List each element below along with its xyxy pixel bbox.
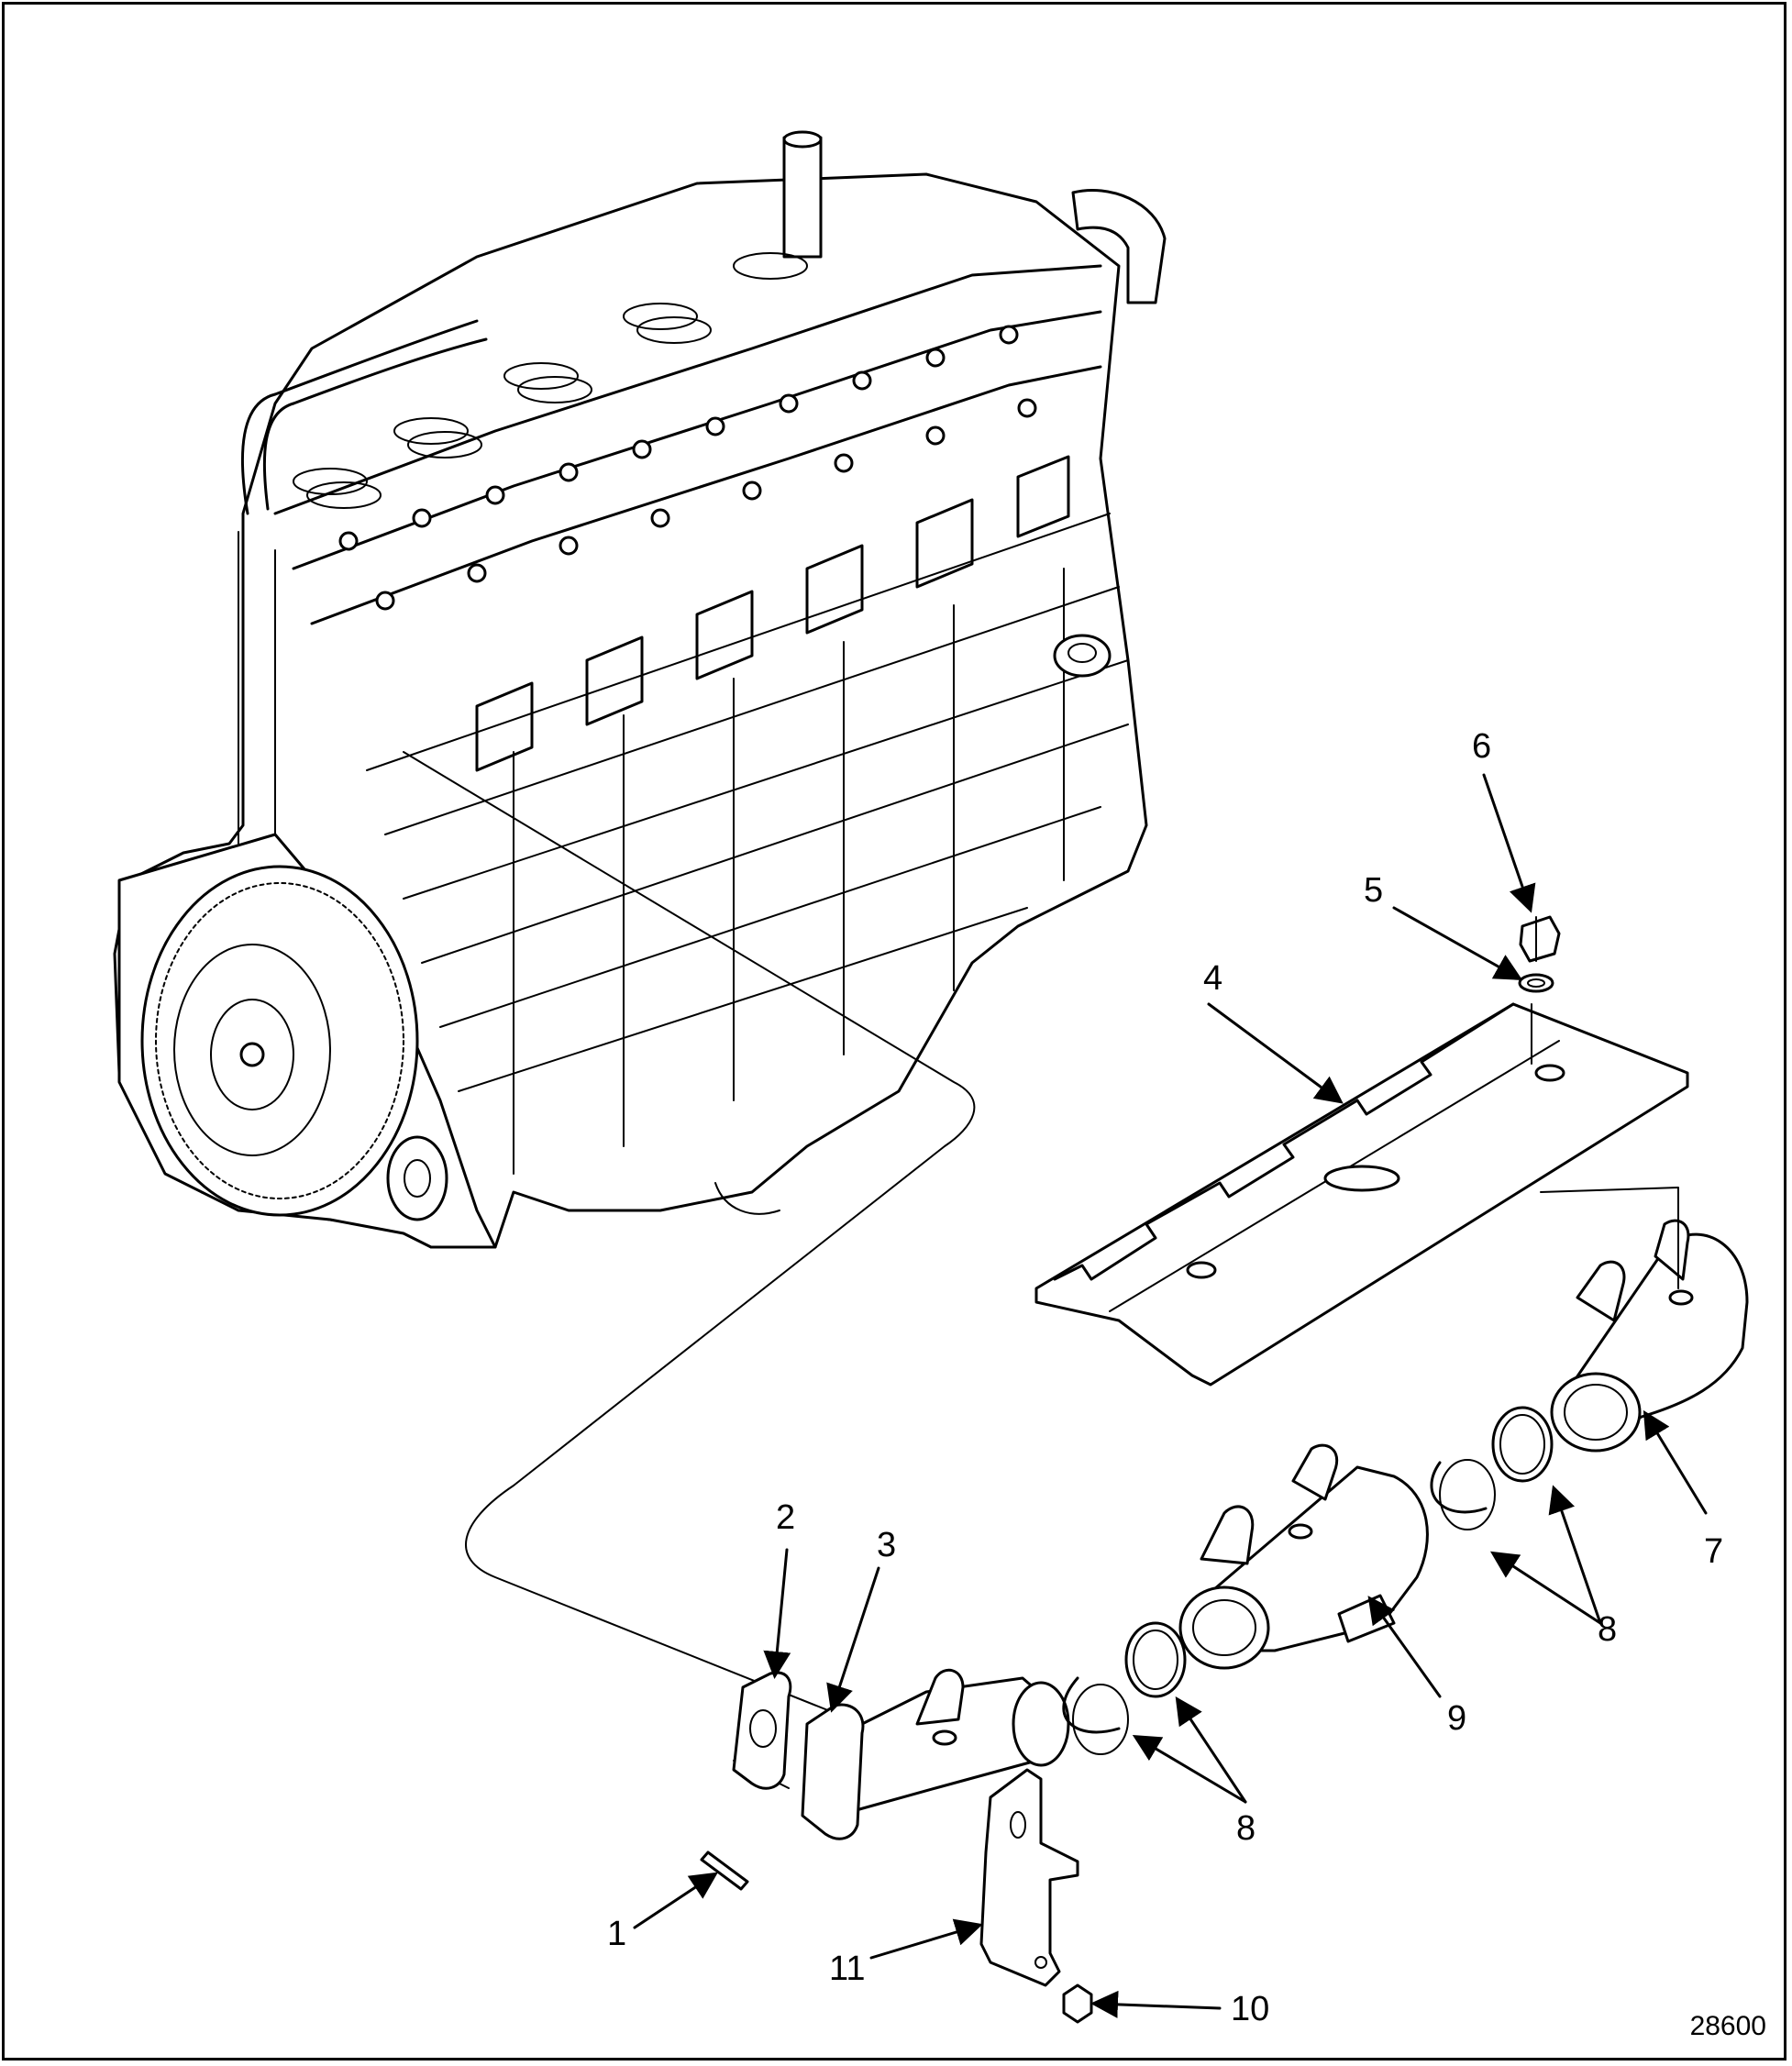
bracket	[979, 1768, 1079, 1987]
callout-1: 1	[607, 1915, 627, 1953]
callout-10: 10	[1231, 1990, 1270, 2028]
callout-4: 4	[1203, 959, 1223, 998]
callout-9: 9	[1447, 1699, 1467, 1738]
assembly-leader-line	[403, 751, 976, 1725]
fuel-line-coils	[293, 252, 808, 509]
flywheel	[140, 865, 419, 1217]
washer	[1518, 973, 1554, 993]
callout-11: 11	[829, 1950, 866, 1988]
manifold-gasket	[732, 1671, 792, 1790]
middle-manifold-section	[1178, 1443, 1429, 1670]
plug-bolt	[1519, 915, 1561, 963]
callout-8-rear: 8	[1598, 1610, 1618, 1649]
exhaust-ports	[475, 455, 1070, 772]
front-manifold-section	[801, 1668, 1070, 1840]
callout-5: 5	[1364, 871, 1384, 910]
callout-2: 2	[776, 1498, 796, 1537]
nut	[1062, 1983, 1093, 2024]
dowel-pin	[700, 1851, 749, 1891]
head-bolts	[338, 325, 1037, 611]
engine-assembly	[113, 130, 1167, 1249]
callout-6: 6	[1472, 727, 1492, 766]
figure-id: 28600	[1689, 2011, 1766, 2041]
seal-rings	[1062, 1406, 1554, 1755]
callout-3: 3	[877, 1526, 897, 1564]
rear-manifold-section	[1540, 1187, 1749, 1453]
heat-shield	[1034, 1002, 1689, 1387]
callout-7: 7	[1704, 1532, 1724, 1571]
callout-arrows	[633, 773, 1708, 2018]
callout-8-front: 8	[1236, 1809, 1256, 1848]
